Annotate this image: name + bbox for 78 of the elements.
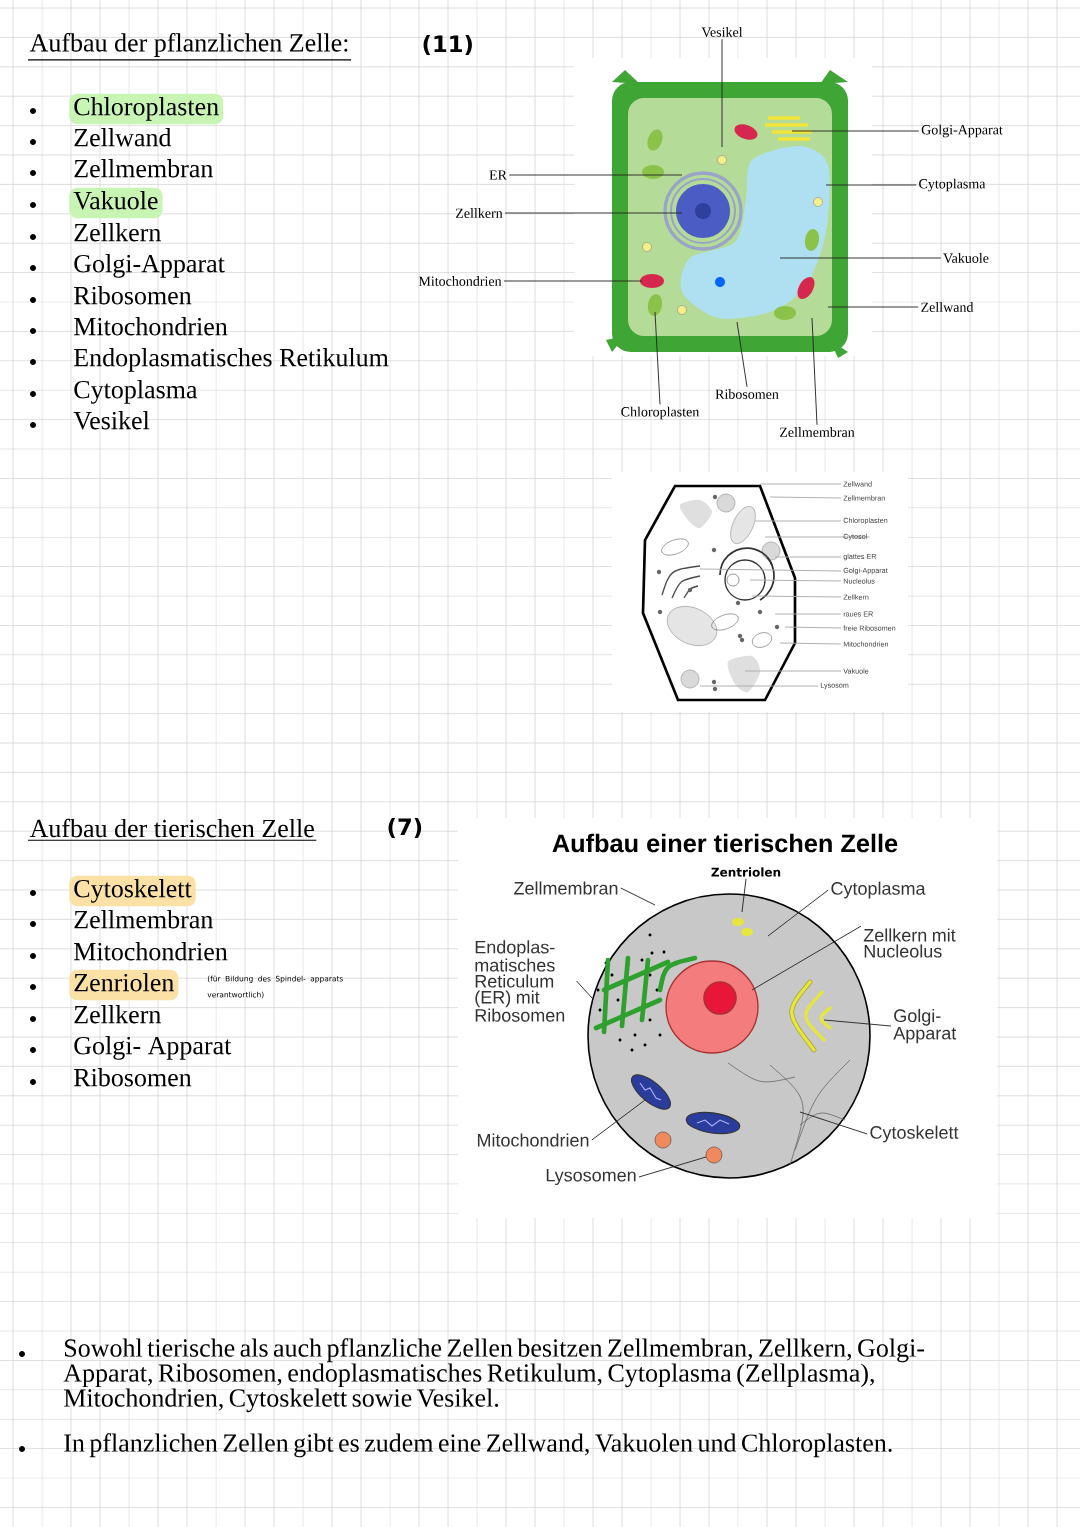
leader-line <box>508 174 683 176</box>
leader-line <box>503 280 643 282</box>
callout-label: ER <box>489 170 507 180</box>
handwritten-note: (7) <box>388 817 422 839</box>
callout-label: Mitochondrien <box>477 1133 589 1147</box>
leader-line <box>754 520 842 522</box>
leader-line <box>784 626 842 629</box>
callout-label: Zellmembran <box>514 881 618 895</box>
leader-line <box>774 556 842 558</box>
leader-line <box>749 579 842 582</box>
list-item: Zellmembran <box>30 159 213 178</box>
list-item: Chloroplasten <box>30 93 224 125</box>
list-item: Golgi-Apparat <box>30 254 225 278</box>
leader-line <box>825 184 917 186</box>
callout-label: Cytoskelett <box>870 1125 959 1143</box>
callout-label: Vesikel <box>701 27 743 37</box>
leader-line <box>699 568 842 572</box>
heading: Aufbau einer tierischen Zelle <box>552 833 898 853</box>
list-item: Mitochondrien <box>30 942 228 961</box>
list-item: Zenriolen <box>30 969 179 1001</box>
leader-line <box>576 980 593 999</box>
leader-line <box>779 642 842 645</box>
leader-line <box>767 889 829 937</box>
callout-label: Endoplas- matisches Reticulum (ER) mit Ribosomen <box>475 940 565 1022</box>
leader-line <box>504 212 683 214</box>
callout-label: Mitochondrien <box>418 276 502 286</box>
handwritten-note: (11) <box>423 34 472 56</box>
leader-line <box>764 536 842 538</box>
leader-line <box>823 1019 892 1027</box>
list-item: Zellkern <box>30 1005 161 1024</box>
leader-line <box>654 311 661 405</box>
leader-line <box>791 130 920 132</box>
list-item: Zellwand <box>30 128 172 147</box>
list-item: Cytoskelett <box>30 875 196 907</box>
leader-line <box>811 317 818 426</box>
list-item: Ribosomen <box>30 286 192 305</box>
list-item: Ribosomen <box>30 1068 192 1087</box>
heading: Aufbau der pflanzlichen Zelle: <box>27 33 352 61</box>
leader-line <box>638 1156 707 1178</box>
callout-label: Golgi- Apparat <box>893 1008 957 1044</box>
callout-label: Zellmembran <box>779 427 855 437</box>
bullet-text: Sowohl tierische als auch pflanzliche Zellen besitzen Zellmembran, Zellkern, Golgi-Apparat, Ribosomen, endoplasmatisches Retikulum, Cytoplasma (Zellplasma), Mitochondrien, Cytoskelett sowie Vesikel. <box>19 1338 925 1413</box>
callout-label: Cytoplasma <box>831 881 926 899</box>
list-item: Zellkern <box>30 223 161 242</box>
callout-label: Chloroplasten <box>621 406 700 420</box>
leader-line <box>736 321 748 388</box>
list-item: Golgi- Apparat <box>30 1036 232 1060</box>
leader-line <box>744 670 842 672</box>
leader-line <box>769 496 842 499</box>
callout-label: Lysosomen <box>546 1168 636 1186</box>
callout-label: Zellkern mit Nucleolus <box>863 928 956 958</box>
callout-label: Zellkern <box>455 208 503 218</box>
leader-line <box>774 613 842 615</box>
leader-line <box>751 595 842 598</box>
callout-label: Cytoplasma <box>919 178 986 192</box>
leader-line <box>620 887 656 906</box>
heading: Aufbau der tierischen Zelle <box>27 818 317 841</box>
list-item: Zellmembran <box>30 910 213 929</box>
leader-line <box>721 38 723 148</box>
list-item: Mitochondrien <box>30 317 228 336</box>
list-item: Cytoplasma <box>30 380 198 404</box>
leader-line <box>699 685 819 687</box>
leader-line <box>827 306 919 308</box>
callout-label: Zellwand <box>921 302 974 312</box>
callout-label: Vakuole <box>943 253 989 263</box>
callout-label: Golgi-Apparat <box>921 124 1003 138</box>
leader-line <box>741 878 747 913</box>
leader-line <box>799 1111 868 1135</box>
list-item: Vesikel <box>30 411 150 430</box>
list-item: Endoplasmatisches Retikulum <box>30 348 389 372</box>
callout-label: Ribosomen <box>715 389 779 399</box>
leader-line <box>779 257 942 259</box>
leader-line <box>759 483 842 485</box>
leader-line <box>591 1099 646 1141</box>
list-item: Vakuole <box>30 187 163 219</box>
handwritten-label: Zentriolen <box>711 867 781 877</box>
leader-line <box>751 925 862 991</box>
bullet-text: In pflanzlichen Zellen gibt es zudem eine Zellwand, Vakuolen und Chloroplasten. <box>19 1433 892 1458</box>
